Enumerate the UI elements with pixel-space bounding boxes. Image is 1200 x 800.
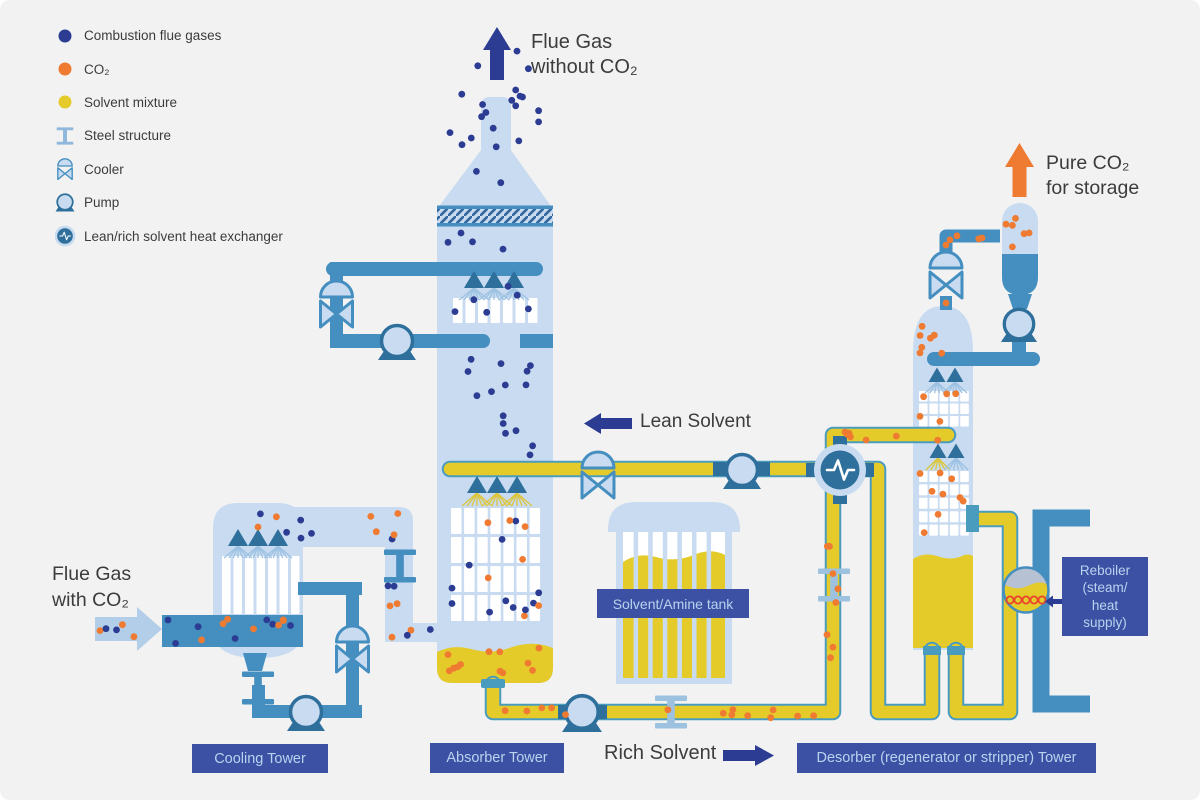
heat-exchanger-icon bbox=[812, 442, 868, 498]
lean-solvent-arrow bbox=[584, 413, 632, 434]
spray-fans bbox=[223, 287, 969, 559]
rich-solvent-arrow bbox=[723, 745, 774, 766]
absorber-tower bbox=[437, 97, 553, 683]
absorber-packing-grid bbox=[451, 508, 541, 621]
solvent-amine-tank bbox=[608, 502, 740, 684]
cooling-tower-slats bbox=[222, 556, 300, 614]
steel-structure-icon bbox=[242, 671, 274, 705]
reboiler bbox=[1002, 566, 1050, 614]
heating-coil-icon bbox=[1005, 595, 1047, 605]
demister-band bbox=[437, 209, 553, 223]
reboiler-loop-pipe bbox=[949, 512, 1017, 719]
desorber-solvent-pool bbox=[913, 554, 973, 648]
wash-packing-slats bbox=[453, 298, 538, 323]
collection-tray bbox=[520, 334, 553, 348]
inlet-arrow-dots bbox=[96, 621, 138, 641]
pump-icon bbox=[721, 452, 763, 491]
steam-supply-pipe bbox=[1032, 509, 1090, 713]
arrows bbox=[95, 27, 1062, 766]
cooler-icon bbox=[928, 250, 964, 300]
flue-gas-in-arrow bbox=[95, 607, 162, 651]
solvent-piping bbox=[441, 426, 1019, 721]
pump-icon bbox=[376, 323, 418, 362]
reboiler-pointer-arrow bbox=[1045, 595, 1062, 608]
reflux-return-header bbox=[927, 352, 1040, 366]
absorber-solvent-pool bbox=[437, 643, 553, 683]
rich-solvent-pipe bbox=[486, 428, 955, 719]
pump-icon bbox=[285, 694, 327, 733]
pure-co2-arrow bbox=[1005, 143, 1034, 197]
flue-gas-wash-stream bbox=[162, 615, 303, 647]
cooling-tower-outlet-funnel bbox=[243, 653, 267, 671]
pump-icon bbox=[999, 307, 1039, 344]
flue-gas-out-arrow bbox=[483, 27, 511, 80]
cooling-tower bbox=[162, 503, 303, 671]
